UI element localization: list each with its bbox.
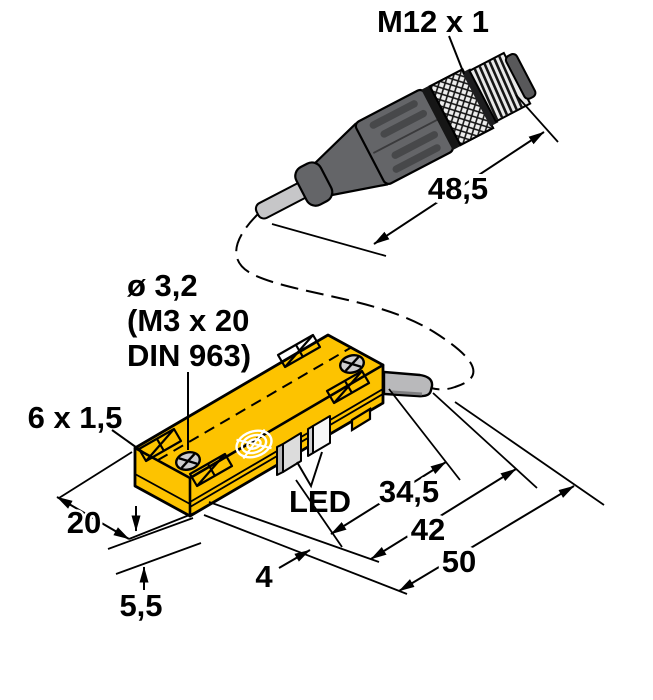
m12-thread-label: M12 x 1 [377,4,489,39]
svg-text:42: 42 [411,512,445,547]
sensing-face-target-icon [235,428,273,460]
dimension-5-5: 5,5 [107,506,202,626]
dimension-20: 20 [56,451,198,543]
svg-text:ø 3,2: ø 3,2 [127,268,198,303]
top-face-centerline [157,346,353,461]
sensor-housing [133,333,434,518]
svg-text:6 x 1,5: 6 x 1,5 [28,400,123,435]
screw-hole-note: ø 3,2 (M3 x 20 DIN 963) [127,268,251,450]
slot-note: 6 x 1,5 [28,400,148,456]
cable-gland [382,370,434,398]
svg-text:50: 50 [442,544,476,579]
svg-text:20: 20 [67,505,101,540]
cable-dashed-curve [235,213,475,391]
right-extension-lines [295,388,605,548]
svg-text:(M3 x 20: (M3 x 20 [127,303,249,338]
dimension-4: 4 [203,501,408,597]
dimension-48-5: 48,5 [271,94,559,257]
m12-connector [254,51,537,220]
screw-icon [339,354,365,374]
m12-leader-line [448,35,465,75]
connector-collar [294,161,334,207]
gland-shadow [391,390,423,396]
thread-stripes [473,55,523,121]
led-windows [276,415,331,476]
thread-ring [462,68,499,127]
mounting-slots [137,333,371,488]
svg-text:4: 4 [255,559,273,594]
svg-text:5,5: 5,5 [119,588,162,623]
svg-text:48,5: 48,5 [428,171,488,206]
svg-text:DIN 963): DIN 963) [127,338,251,373]
dimension-50: 50 [398,485,575,592]
mounting-foot [350,407,372,432]
connector-tip [504,53,537,100]
screw-icon [175,451,201,471]
svg-text:34,5: 34,5 [379,474,439,509]
